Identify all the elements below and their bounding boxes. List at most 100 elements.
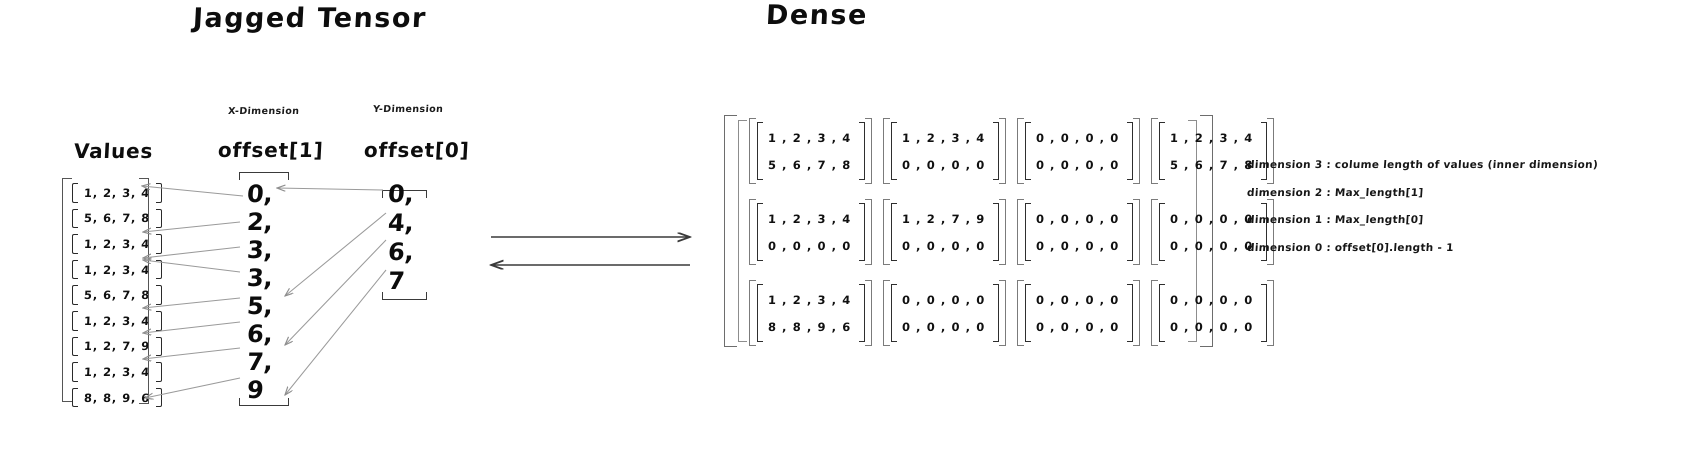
bracket-right <box>156 208 162 229</box>
bracket-left <box>891 203 897 261</box>
offset1-bottom-bracket <box>239 398 289 406</box>
bracket-left <box>72 285 78 305</box>
bracket-left <box>1025 122 1031 180</box>
bracket-left <box>72 234 78 254</box>
values-group-bracket <box>139 178 149 404</box>
list-item: 6, <box>246 320 274 348</box>
dense-cell: 0 , 0 , 0 , 0 0 , 0 , 0 , 0 <box>1017 199 1140 265</box>
bracket-left <box>749 118 756 184</box>
dense-outer-bracket2-right <box>1188 120 1197 342</box>
bracket-right <box>156 183 162 203</box>
bracket-left <box>1017 118 1024 184</box>
list-item: 3, <box>246 236 274 264</box>
dense-grid: 1 , 2 , 3 , 4 5 , 6 , 7 , 8 1 , 2 , 3 , … <box>749 118 1286 346</box>
bracket-left <box>883 199 890 265</box>
note-dimension-3: dimension 3 : colume length of values (i… <box>1246 159 1599 171</box>
dense-outer-bracket-left <box>724 115 737 347</box>
list-item: 2, <box>246 208 274 236</box>
bracket-left <box>1151 280 1158 346</box>
transform-arrows <box>491 237 690 265</box>
offset1-heading: offset[1] <box>217 138 325 162</box>
bracket-right <box>156 259 162 280</box>
list-item: 5, <box>246 292 274 320</box>
page-title-jagged-tensor: Jagged Tensor <box>192 3 428 34</box>
bracket-right <box>1261 122 1267 180</box>
values-outer-bracket <box>62 178 72 402</box>
bracket-right <box>859 122 865 180</box>
bracket-left <box>883 118 890 184</box>
bracket-right <box>1127 122 1133 180</box>
bracket-left <box>1159 203 1165 261</box>
bracket-left <box>72 259 78 280</box>
page-title-dense: Dense <box>765 0 869 31</box>
bracket-right <box>1261 284 1267 342</box>
note-dimension-0: dimension 0 : offset[0].length - 1 <box>1246 242 1455 254</box>
dense-cell: 1 , 2 , 3 , 4 5 , 6 , 7 , 8 <box>749 118 872 184</box>
bracket-right <box>1133 280 1140 346</box>
bracket-right <box>993 122 999 180</box>
bracket-left <box>891 122 897 180</box>
bracket-right <box>859 284 865 342</box>
list-item: 0, <box>246 180 274 208</box>
bracket-right <box>865 199 872 265</box>
bracket-right <box>993 203 999 261</box>
bracket-right <box>999 199 1006 265</box>
bracket-left <box>1025 284 1031 342</box>
bracket-left <box>757 284 763 342</box>
dense-cell: 1 , 2 , 7 , 9 0 , 0 , 0 , 0 <box>883 199 1006 265</box>
bracket-left <box>1151 199 1158 265</box>
bracket-right <box>156 310 162 331</box>
table-row: 1 , 2 , 3 , 4 5 , 6 , 7 , 8 1 , 2 , 3 , … <box>749 118 1286 184</box>
bracket-left <box>757 203 763 261</box>
bracket-right <box>865 118 872 184</box>
bracket-left <box>1159 122 1165 180</box>
note-dimension-1: dimension 1 : Max_length[0] <box>1246 214 1424 226</box>
bracket-right <box>1267 280 1274 346</box>
table-row: 1 , 2 , 3 , 4 0 , 0 , 0 , 0 1 , 2 , 7 , … <box>749 199 1286 265</box>
bracket-left <box>749 280 756 346</box>
offset0-heading: offset[0] <box>363 138 471 162</box>
values-heading: Values <box>73 139 154 163</box>
bracket-left <box>891 284 897 342</box>
bracket-right <box>859 203 865 261</box>
bracket-left <box>749 199 756 265</box>
dense-cell: 1 , 2 , 3 , 4 0 , 0 , 0 , 0 <box>749 199 872 265</box>
bracket-left <box>1017 280 1024 346</box>
dense-cell: 0 , 0 , 0 , 0 0 , 0 , 0 , 0 <box>1151 199 1274 265</box>
table-row: 1 , 2 , 3 , 4 8 , 8 , 9 , 6 0 , 0 , 0 , … <box>749 280 1286 346</box>
list-item: 0, <box>387 180 415 208</box>
bracket-right <box>1261 203 1267 261</box>
bracket-right <box>156 285 162 305</box>
bracket-right <box>1133 118 1140 184</box>
offset1-top-bracket <box>239 172 289 180</box>
bracket-left <box>1025 203 1031 261</box>
bracket-right <box>1127 284 1133 342</box>
x-dimension-label: X-Dimension <box>227 106 300 117</box>
list-item: 3, <box>246 264 274 292</box>
bracket-left <box>72 208 78 229</box>
list-item: 7 <box>387 267 406 295</box>
bracket-left <box>1151 118 1158 184</box>
offset0-list: 0, 4, 6, 7 <box>387 180 458 298</box>
dense-cell: 0 , 0 , 0 , 0 0 , 0 , 0 , 0 <box>1017 280 1140 346</box>
dense-cell: 1 , 2 , 3 , 4 5 , 6 , 7 , 8 <box>1151 118 1274 184</box>
bracket-right <box>156 362 162 382</box>
bracket-right <box>156 336 162 357</box>
bracket-right <box>999 118 1006 184</box>
dense-cell: 0 , 0 , 0 , 0 0 , 0 , 0 , 0 <box>1151 280 1274 346</box>
bracket-left <box>72 183 78 203</box>
bracket-left <box>72 336 78 357</box>
dense-cell: 0 , 0 , 0 , 0 0 , 0 , 0 , 0 <box>1017 118 1140 184</box>
bracket-right <box>1267 118 1274 184</box>
bracket-right <box>156 234 162 254</box>
list-item: 6, <box>387 238 415 266</box>
bracket-right <box>156 387 162 408</box>
bracket-left <box>1159 284 1165 342</box>
bracket-left <box>757 122 763 180</box>
bracket-right <box>993 284 999 342</box>
bracket-right <box>999 280 1006 346</box>
dense-cell: 0 , 0 , 0 , 0 0 , 0 , 0 , 0 <box>883 280 1006 346</box>
bracket-right <box>1127 203 1133 261</box>
dense-outer-bracket2-left <box>738 120 747 342</box>
note-dimension-2: dimension 2 : Max_length[1] <box>1246 187 1424 199</box>
